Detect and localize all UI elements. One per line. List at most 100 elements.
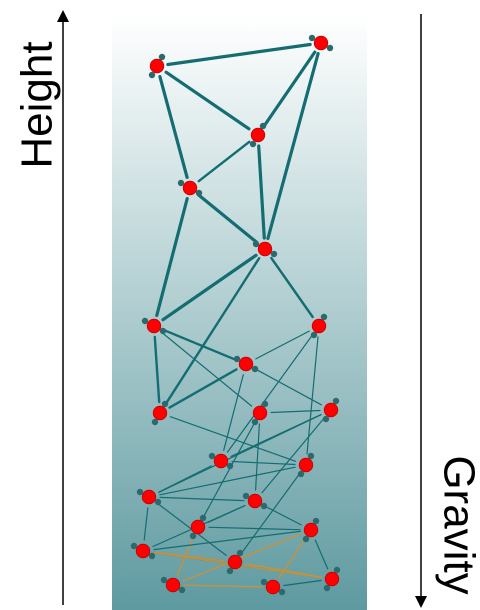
node-nub bbox=[261, 400, 269, 408]
graph-edge bbox=[166, 42, 312, 67]
node-nub bbox=[130, 542, 138, 550]
node-nub bbox=[310, 331, 318, 339]
node-nub bbox=[154, 498, 162, 506]
node-circle bbox=[313, 35, 329, 51]
graph-edge bbox=[261, 417, 325, 494]
graph-edge bbox=[155, 197, 189, 317]
node-nub bbox=[251, 418, 259, 426]
graph-node bbox=[130, 542, 156, 560]
graph-edge bbox=[164, 70, 251, 131]
node-circle bbox=[149, 58, 165, 74]
gravity-axis-label: Gravity bbox=[434, 455, 480, 594]
node-nub bbox=[252, 240, 260, 248]
node-nub bbox=[159, 327, 167, 335]
height-axis-label: Height bbox=[13, 41, 62, 168]
graph-node bbox=[242, 492, 268, 510]
node-nub bbox=[160, 576, 168, 584]
node-nub bbox=[322, 415, 330, 423]
node-circle bbox=[152, 405, 168, 421]
node-nub bbox=[233, 355, 241, 363]
graph-edge bbox=[208, 526, 301, 531]
graph-node bbox=[208, 452, 234, 470]
node-circle bbox=[324, 571, 340, 587]
graph-edge bbox=[158, 414, 322, 493]
graph-edge bbox=[161, 253, 258, 322]
graph-node bbox=[177, 179, 203, 197]
graph-node bbox=[136, 488, 162, 506]
graph-node bbox=[160, 576, 186, 594]
graph-edge bbox=[270, 256, 314, 319]
node-nub bbox=[178, 586, 186, 594]
node-circle bbox=[252, 405, 268, 421]
node-nub bbox=[270, 250, 278, 258]
node-nub bbox=[141, 317, 149, 325]
graph-edge bbox=[231, 460, 296, 466]
node-nub bbox=[251, 365, 259, 373]
node-nub bbox=[312, 517, 320, 525]
graph-edge bbox=[270, 409, 321, 414]
graph-edge bbox=[169, 416, 297, 462]
graph-edge bbox=[159, 496, 245, 502]
node-nub bbox=[208, 452, 216, 460]
graph-node bbox=[322, 397, 340, 423]
node-circle bbox=[165, 577, 181, 593]
graph-node bbox=[148, 53, 166, 79]
graph-edge bbox=[283, 579, 322, 587]
node-nub bbox=[151, 418, 159, 426]
graph-edge bbox=[153, 530, 301, 551]
gradient-panel bbox=[112, 16, 367, 610]
node-nub bbox=[249, 140, 257, 148]
graph-edge bbox=[264, 505, 302, 526]
graph-node bbox=[251, 400, 269, 426]
node-circle bbox=[298, 457, 314, 473]
node-nub bbox=[297, 470, 305, 478]
node-circle bbox=[182, 180, 198, 196]
graph-edge bbox=[197, 140, 251, 183]
node-circle bbox=[247, 493, 263, 509]
graph-edge bbox=[153, 335, 161, 404]
node-nub bbox=[158, 53, 166, 61]
graph-node bbox=[308, 34, 334, 52]
node-nub bbox=[136, 488, 144, 496]
graph-edge bbox=[183, 584, 263, 588]
graph-edge bbox=[159, 466, 296, 496]
node-nub bbox=[161, 400, 169, 408]
graph-edge bbox=[161, 332, 253, 407]
node-nub bbox=[307, 452, 315, 460]
node-nub bbox=[177, 179, 185, 187]
graph-edge bbox=[182, 533, 302, 582]
graph-node bbox=[189, 514, 207, 540]
graph-node bbox=[252, 240, 278, 258]
graph-node bbox=[226, 549, 244, 575]
node-nub bbox=[308, 34, 316, 42]
node-circle bbox=[311, 318, 327, 334]
graph-edge bbox=[266, 51, 320, 240]
nodes-layer bbox=[130, 34, 341, 596]
node-circle bbox=[227, 554, 243, 570]
node-nub bbox=[226, 567, 234, 575]
node-nub bbox=[320, 313, 328, 321]
graph-node bbox=[310, 313, 328, 339]
node-nub bbox=[236, 549, 244, 557]
graph-node bbox=[323, 566, 341, 592]
graph-edge bbox=[196, 193, 259, 244]
node-nub bbox=[199, 514, 207, 522]
node-nub bbox=[148, 71, 156, 79]
node-circle bbox=[141, 489, 157, 505]
node-circle bbox=[323, 402, 339, 418]
graph-edge bbox=[240, 473, 301, 554]
node-circle bbox=[250, 127, 266, 143]
node-nub bbox=[259, 122, 267, 130]
graph-edge bbox=[314, 539, 329, 570]
graph-edge bbox=[306, 336, 319, 455]
graph-node bbox=[302, 517, 320, 543]
node-nub bbox=[242, 492, 250, 500]
graph-edge bbox=[255, 330, 310, 360]
graph-edge bbox=[143, 507, 149, 541]
graph-edge bbox=[162, 329, 238, 361]
graph-edge bbox=[158, 465, 212, 493]
node-nub bbox=[326, 44, 334, 52]
graph-edge bbox=[255, 423, 260, 491]
node-circle bbox=[213, 453, 229, 469]
